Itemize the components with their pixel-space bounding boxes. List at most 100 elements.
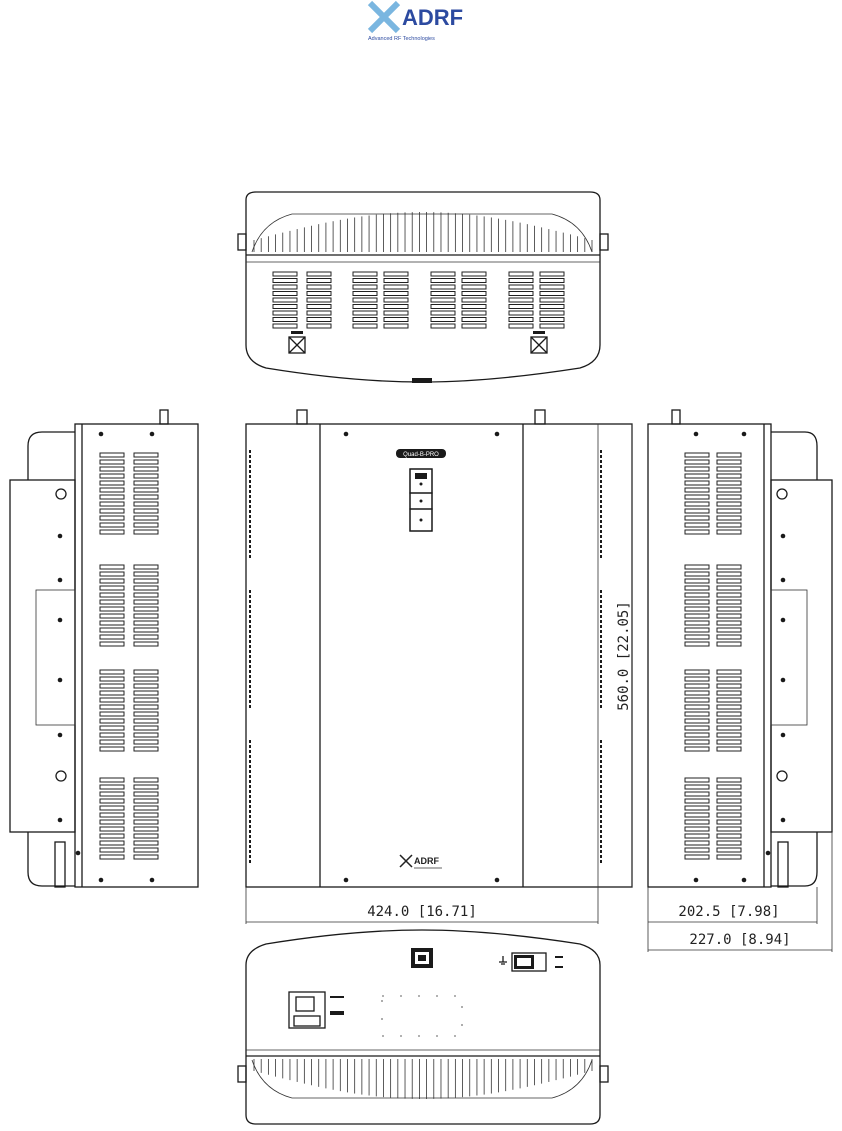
vent-slot xyxy=(307,292,331,296)
edge-dash xyxy=(600,685,602,688)
vent-slot xyxy=(307,285,331,289)
vent-slot xyxy=(384,292,408,296)
vent-slot xyxy=(134,813,158,817)
edge-dash xyxy=(600,780,602,783)
screw-hole xyxy=(58,733,63,738)
logo-mark-icon xyxy=(370,3,398,31)
edge-dash xyxy=(600,655,602,658)
edge-dash xyxy=(249,595,251,598)
vent-slot xyxy=(717,593,741,597)
vent-slot xyxy=(431,311,455,315)
bottom-view xyxy=(238,930,608,1124)
edge-dash xyxy=(249,855,251,858)
vent-slot xyxy=(685,719,709,723)
vent-slot xyxy=(100,806,124,810)
screw-hole xyxy=(76,851,81,856)
edge-dash xyxy=(249,480,251,483)
edge-dash xyxy=(249,615,251,618)
edge-dash xyxy=(249,825,251,828)
vent-slot xyxy=(509,318,533,322)
edge-dash xyxy=(600,630,602,633)
vent-slot xyxy=(462,292,486,296)
edge-dash xyxy=(249,640,251,643)
vent-slot xyxy=(100,474,124,478)
vent-slot xyxy=(540,318,564,322)
edge-dash xyxy=(600,450,602,453)
vent-slot xyxy=(509,272,533,276)
front-view: Quad-B-PRO ADRF xyxy=(246,410,632,887)
vent-slot xyxy=(540,279,564,283)
vent-slot xyxy=(717,530,741,534)
edge-dash xyxy=(600,755,602,758)
screw-hole xyxy=(742,432,747,437)
dimension-width: 424.0 [16.71] xyxy=(246,887,598,924)
edge-dash xyxy=(249,665,251,668)
vent-slot xyxy=(134,530,158,534)
ground-terminal-icon xyxy=(499,956,507,964)
edge-dash xyxy=(249,465,251,468)
edge-dash xyxy=(600,765,602,768)
vent-slot xyxy=(717,635,741,639)
vent-slot xyxy=(509,298,533,302)
edge-dash xyxy=(600,465,602,468)
screw-hole xyxy=(58,818,63,823)
vent-slot xyxy=(685,733,709,737)
edge-dash xyxy=(600,530,602,533)
vent-slot xyxy=(685,806,709,810)
edge-dash xyxy=(600,860,602,863)
vent-slot xyxy=(134,467,158,471)
vent-slot xyxy=(100,467,124,471)
vent-slot xyxy=(462,298,486,302)
vent-slot xyxy=(685,607,709,611)
vent-slot xyxy=(384,279,408,283)
edge-dash xyxy=(600,810,602,813)
screw-hole xyxy=(781,534,786,539)
logo-tagline: Advanced RF Technologies xyxy=(368,36,435,42)
vent-slot xyxy=(685,516,709,520)
mounting-hole-pattern xyxy=(382,996,462,1036)
edge-dash xyxy=(600,475,602,478)
left-vent-slots xyxy=(100,453,158,859)
vent-slot xyxy=(100,778,124,782)
vent-slot xyxy=(717,733,741,737)
vent-slot xyxy=(509,305,533,309)
vent-slot xyxy=(100,792,124,796)
vent-slot xyxy=(462,272,486,276)
edge-dash xyxy=(600,825,602,828)
edge-dash xyxy=(249,815,251,818)
edge-dash xyxy=(600,805,602,808)
vent-slot xyxy=(462,285,486,289)
vent-slot xyxy=(134,509,158,513)
edge-dash xyxy=(600,670,602,673)
vent-slot xyxy=(134,474,158,478)
edge-dash xyxy=(249,810,251,813)
vent-slot xyxy=(100,733,124,737)
vent-slot xyxy=(462,305,486,309)
vent-slot xyxy=(717,670,741,674)
edge-dash xyxy=(600,555,602,558)
vent-slot xyxy=(717,509,741,513)
edge-dash xyxy=(600,455,602,458)
vent-slot xyxy=(717,460,741,464)
edge-dash xyxy=(600,470,602,473)
edge-dash xyxy=(249,495,251,498)
company-logo: ADRF Advanced RF Technologies xyxy=(368,3,463,42)
vent-slot xyxy=(717,453,741,457)
vent-slot xyxy=(134,799,158,803)
vent-slot xyxy=(100,712,124,716)
vent-slot xyxy=(717,502,741,506)
vent-slot xyxy=(685,565,709,569)
vent-slot xyxy=(717,677,741,681)
vent-slot xyxy=(307,272,331,276)
edge-dash xyxy=(249,635,251,638)
dimension-width-label: 424.0 [16.71] xyxy=(367,904,477,920)
edge-dash xyxy=(249,755,251,758)
edge-dash xyxy=(249,605,251,608)
edge-dash xyxy=(600,840,602,843)
edge-dash xyxy=(600,490,602,493)
screw-hole xyxy=(781,818,786,823)
edge-dash xyxy=(600,645,602,648)
vent-slot xyxy=(353,298,377,302)
vent-slot xyxy=(685,712,709,716)
